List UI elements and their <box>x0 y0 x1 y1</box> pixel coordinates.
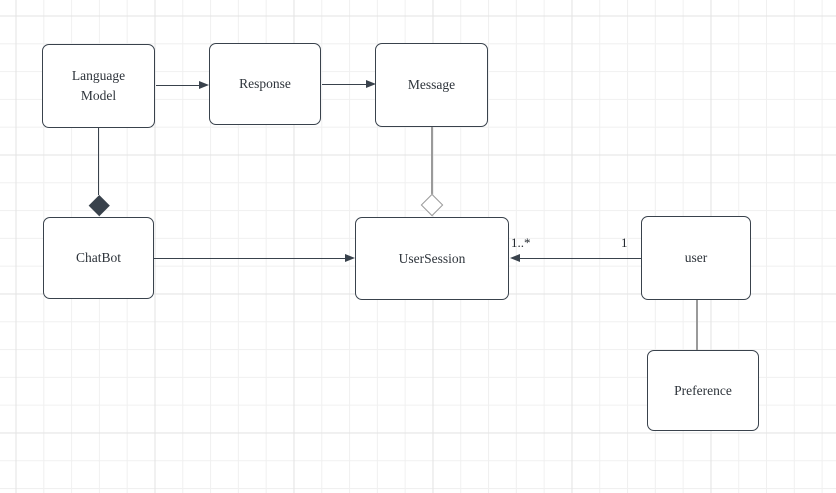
node-usersession[interactable]: UserSession <box>355 217 509 300</box>
edge-line <box>431 127 433 194</box>
edge-line <box>322 83 367 85</box>
node-label: Response <box>239 76 291 92</box>
node-label: Message <box>407 77 456 93</box>
node-label: user <box>684 250 708 266</box>
node-language-model[interactable]: Language Model <box>42 44 155 128</box>
node-user[interactable]: user <box>641 216 751 300</box>
node-label: UserSession <box>398 250 466 266</box>
node-label: Language Model <box>71 68 126 103</box>
multiplicity-label-usersession: 1..* <box>511 235 531 250</box>
edge-line <box>156 84 200 86</box>
multiplicity-label-user: 1 <box>621 235 628 250</box>
edge-line <box>154 257 346 259</box>
node-label: Preference <box>674 382 732 398</box>
aggregation-diamond-icon <box>420 193 444 217</box>
node-preference[interactable]: Preference <box>647 350 759 431</box>
node-chatbot[interactable]: ChatBot <box>43 217 154 299</box>
edge-line <box>97 128 100 195</box>
node-message[interactable]: Message <box>375 43 488 127</box>
arrowhead-icon <box>345 253 355 262</box>
edge-line <box>696 300 698 350</box>
arrowhead-icon <box>366 79 376 88</box>
edge-line <box>519 257 641 259</box>
node-label: ChatBot <box>75 250 121 266</box>
arrowhead-icon <box>199 80 209 89</box>
composition-diamond-icon <box>88 194 110 216</box>
node-response[interactable]: Response <box>209 43 321 125</box>
arrowhead-icon <box>510 253 520 262</box>
